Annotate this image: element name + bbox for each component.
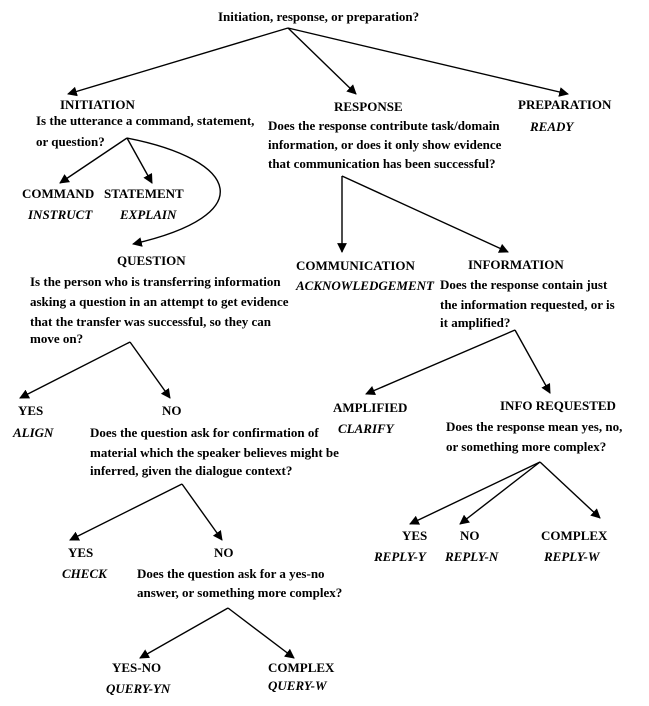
information-question-line-2: the information requested, or is — [440, 297, 615, 312]
command-tag: INSTRUCT — [28, 207, 93, 222]
edge-no-yes — [69, 483, 183, 541]
statement-tag: EXPLAIN — [120, 207, 177, 222]
info-requested-heading: INFO REQUESTED — [500, 398, 616, 413]
check-yes-label: YES — [68, 545, 94, 560]
no2-question-line-1: Does the question ask for a yes-no — [137, 566, 325, 581]
edge-no-no — [181, 483, 223, 541]
question-yes-label: YES — [18, 403, 44, 418]
information-heading: INFORMATION — [468, 257, 564, 272]
initiation-heading: INITIATION — [60, 97, 135, 112]
reply-y-tag: REPLY-Y — [374, 549, 426, 564]
info-requested-question-line-2: or something more complex? — [446, 439, 607, 454]
no-question-line-3: inferred, given the dialogue context? — [90, 463, 293, 478]
edge-information-inforequested — [514, 329, 551, 394]
response-question-line-2: information, or does it only show eviden… — [268, 137, 502, 152]
question-heading: QUESTION — [117, 253, 186, 268]
communication-label: COMMUNICATION — [296, 258, 415, 273]
edge-response-information — [341, 175, 509, 253]
yesno-label: YES-NO — [112, 660, 162, 675]
edge-initiation-statement — [126, 137, 153, 184]
initiation-question-line-1: Is the utterance a command, statement, — [36, 113, 255, 128]
query-yn-tag: QUERY-YN — [106, 681, 171, 696]
question-text-line-3: that the transfer was successful, so the… — [30, 314, 271, 329]
edge-root-preparation — [287, 27, 569, 97]
response-heading: RESPONSE — [334, 99, 403, 114]
query-complex-label: COMPLEX — [268, 660, 335, 675]
initiation-question-line-2: or question? — [36, 134, 105, 149]
command-label: COMMAND — [22, 186, 95, 201]
information-question-line-3: it amplified? — [440, 315, 511, 330]
edge-root-initiation — [67, 27, 289, 97]
acknowledgement-tag: ACKNOWLEDGEMENT — [296, 278, 434, 293]
information-question-line-1: Does the response contain just — [440, 277, 608, 292]
amplified-label: AMPLIFIED — [333, 400, 408, 415]
edge-no2-complex — [227, 607, 295, 659]
edge-initiation-command — [59, 137, 128, 184]
edge-inforeq-complex — [539, 461, 601, 519]
question-no-label: NO — [162, 403, 182, 418]
response-question-line-1: Does the response contribute task/domain — [268, 118, 500, 133]
no-question-line-2: material which the speaker believes migh… — [90, 445, 339, 460]
reply-n-tag: REPLY-N — [445, 549, 499, 564]
edge-inforeq-yes — [409, 461, 541, 525]
question-yes-tag: ALIGN — [13, 425, 54, 440]
question-text-line-1: Is the person who is transferring inform… — [30, 274, 281, 289]
clarify-tag: CLARIFY — [338, 421, 394, 436]
question-text-line-2: asking a question in an attempt to get e… — [30, 294, 289, 309]
edge-initiation-question — [126, 137, 221, 247]
edge-inforeq-no — [459, 461, 541, 525]
response-question-line-3: that communication has been successful? — [268, 156, 496, 171]
edge-information-amplified — [365, 329, 516, 396]
preparation-heading: PREPARATION — [518, 97, 612, 112]
check-no-label: NO — [214, 545, 234, 560]
statement-label: STATEMENT — [104, 186, 184, 201]
edge-root-response — [287, 27, 357, 95]
edge-question-yes — [19, 341, 131, 399]
edge-question-no — [129, 341, 171, 399]
check-tag: CHECK — [62, 566, 107, 581]
info-requested-question-line-1: Does the response mean yes, no, — [446, 419, 623, 434]
reply-complex-label: COMPLEX — [541, 528, 608, 543]
root-question: Initiation, response, or preparation? — [218, 9, 420, 24]
reply-yes-label: YES — [402, 528, 428, 543]
preparation-tag: READY — [530, 119, 574, 134]
reply-no-label: NO — [460, 528, 480, 543]
edge-no2-yesno — [139, 607, 229, 659]
question-text-line-4: move on? — [30, 331, 84, 346]
no2-question-line-2: answer, or something more complex? — [137, 585, 343, 600]
no-question-line-1: Does the question ask for confirmation o… — [90, 425, 319, 440]
reply-w-tag: REPLY-W — [544, 549, 600, 564]
query-w-tag: QUERY-W — [268, 678, 327, 693]
